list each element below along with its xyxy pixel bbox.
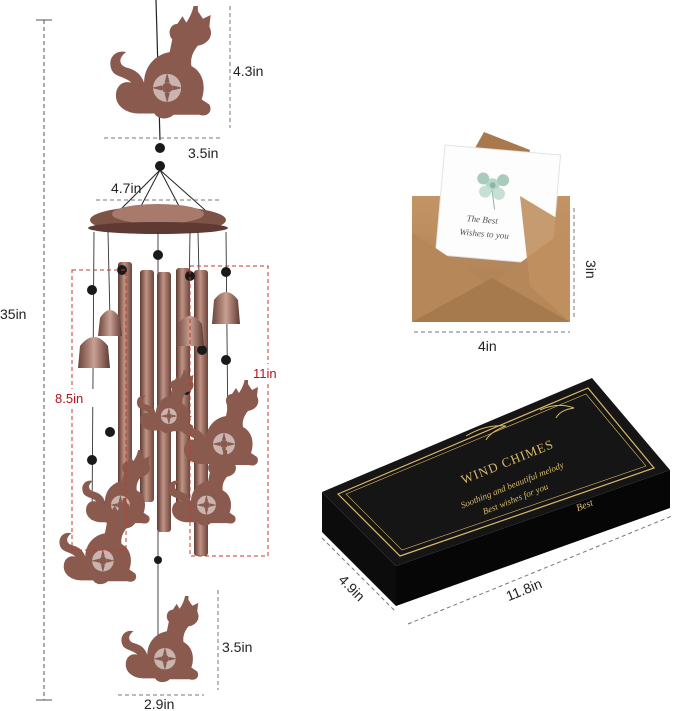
chime-tube — [118, 262, 132, 498]
bottom-height-label: 3.5in — [222, 639, 252, 655]
card-line-2: Wishes to you — [459, 227, 510, 241]
card-height-label: 3in — [583, 260, 599, 279]
short-tube-guide — [71, 269, 127, 551]
gift-box-gold-inner-border — [345, 393, 647, 551]
box-length-label: 11.8in — [504, 575, 544, 604]
total-length-label: 35in — [0, 306, 26, 322]
bead — [155, 161, 165, 171]
chime-dimension-guides: 35in 4.3in 3.5in 4.7in 8.5in 11in 3.5in … — [0, 6, 290, 711]
bell — [98, 310, 122, 336]
greeting-card-envelope: The Best Wishes to you 3in 4in — [412, 132, 599, 354]
gift-box-lid — [322, 378, 670, 566]
topper-height-label: 4.3in — [233, 63, 263, 79]
canopy-width-label: 4.7in — [111, 180, 141, 196]
gift-box-side — [322, 492, 396, 606]
bell — [176, 316, 204, 346]
chime-tube — [140, 270, 154, 502]
top-cat-topper — [110, 6, 212, 119]
envelope-bottom-flap — [412, 278, 570, 322]
gold-ornament — [465, 404, 575, 441]
topper-width-label: 3.5in — [188, 145, 218, 161]
canopy-rim — [88, 222, 228, 234]
bottom-cat-charm — [121, 596, 199, 683]
gift-box-gold-border — [336, 387, 656, 557]
bell — [212, 292, 240, 324]
gift-box-front — [396, 470, 670, 606]
bottom-width-label: 2.9in — [144, 696, 174, 711]
bead — [155, 143, 165, 153]
envelope-front — [412, 226, 570, 322]
wind-chime — [59, 0, 259, 683]
long-tube-label: 11in — [253, 366, 277, 381]
card-line-1: The Best — [466, 213, 498, 226]
canopy-top — [112, 204, 204, 224]
long-tube-guide — [189, 265, 269, 557]
bell — [78, 337, 110, 368]
canopy-strings — [119, 169, 206, 211]
envelope-side-flap — [520, 196, 570, 322]
box-depth-label: 4.9in — [335, 571, 368, 604]
short-tube-label: 8.5in — [55, 391, 83, 406]
card-width-label: 4in — [478, 338, 497, 354]
flower-icon — [477, 172, 510, 210]
gift-box: WIND CHIMES Soothing and beautiful melod… — [321, 378, 673, 625]
